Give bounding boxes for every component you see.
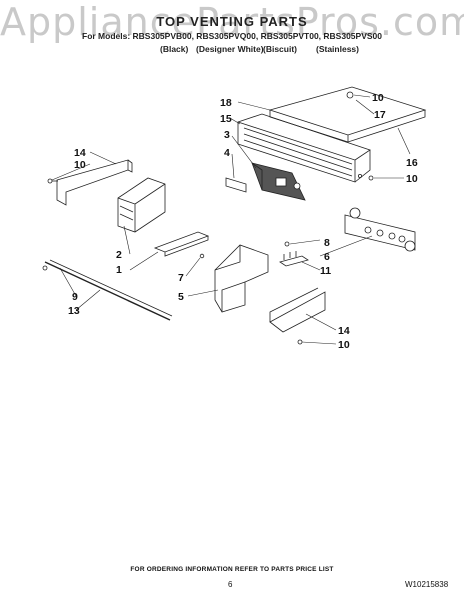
right-bracket-part <box>269 287 326 345</box>
vent-grille-part <box>237 113 371 183</box>
color-biscuit: (Biscuit) <box>263 44 297 54</box>
color-designer-white: (Designer White) <box>196 44 264 54</box>
callout-13: 13 <box>68 305 80 317</box>
callout-8: 8 <box>324 237 330 249</box>
callout-10-mid: 10 <box>406 173 418 185</box>
support-bracket-part <box>214 244 269 313</box>
baffle-part <box>153 231 210 253</box>
ordering-note: FOR ORDERING INFORMATION REFER TO PARTS … <box>130 566 334 573</box>
callout-14-right: 14 <box>338 325 350 337</box>
screw-17-part <box>346 91 354 99</box>
callout-9: 9 <box>72 291 78 303</box>
callout-15: 15 <box>220 113 232 125</box>
callout-1: 1 <box>116 264 122 276</box>
vent-panel-part <box>268 86 427 143</box>
callout-4: 4 <box>224 147 230 159</box>
callout-7: 7 <box>178 272 184 284</box>
callout-17: 17 <box>374 109 386 121</box>
watermark: AppliancePartsPros.com <box>0 0 464 44</box>
callout-6: 6 <box>324 251 330 263</box>
callout-10-left: 10 <box>74 159 86 171</box>
terminal-block-part <box>279 241 309 267</box>
callout-2: 2 <box>116 249 122 261</box>
page-title: TOP VENTING PARTS <box>156 14 308 29</box>
callout-11: 11 <box>320 265 331 277</box>
screw-7-part <box>199 253 205 259</box>
page-number: 6 <box>228 580 233 589</box>
screw-10-part <box>368 175 374 181</box>
color-black: (Black) <box>160 44 189 54</box>
callout-10-right: 10 <box>338 339 350 351</box>
duct-part <box>117 177 166 233</box>
callout-14-left: 14 <box>74 147 86 159</box>
callout-3: 3 <box>224 129 230 141</box>
callout-10-top: 10 <box>372 92 384 104</box>
foam-pad-part <box>225 177 247 193</box>
model-list: For Models: RBS305PVB00, RBS305PVQ00, RB… <box>82 31 382 41</box>
color-stainless: (Stainless) <box>316 44 359 54</box>
harness-part <box>344 207 416 252</box>
document-number: W10215838 <box>405 580 449 589</box>
callout-18: 18 <box>220 97 232 109</box>
rod-part <box>42 259 173 321</box>
left-bracket-part <box>47 159 133 206</box>
callout-16: 16 <box>406 157 418 169</box>
callout-5: 5 <box>178 291 184 303</box>
fan-motor-part <box>251 162 306 201</box>
